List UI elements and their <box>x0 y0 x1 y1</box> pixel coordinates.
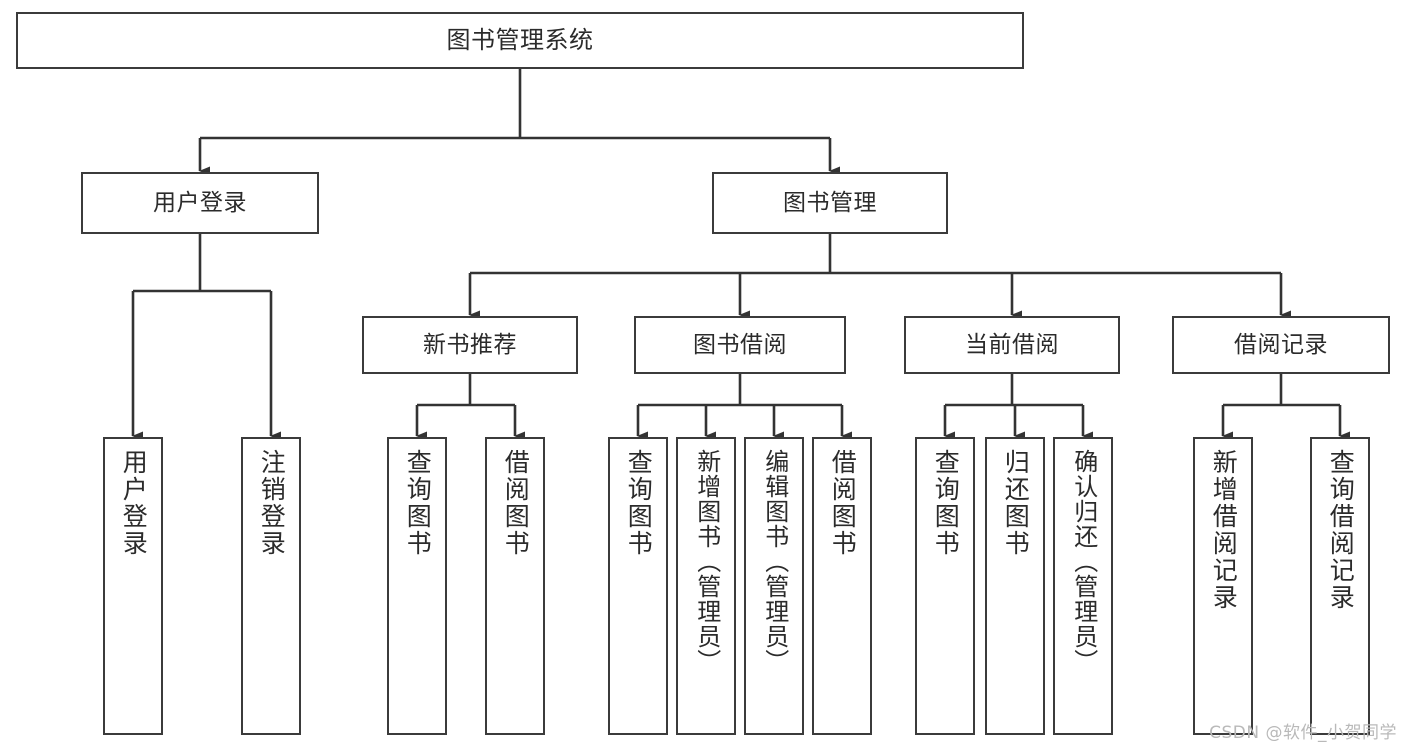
node-leaf-borrow-book-1[interactable]: 借阅图书 <box>485 437 545 735</box>
node-leaf-user-login[interactable]: 用户登录 <box>103 437 163 735</box>
node-leaf-edit-book[interactable]: 编辑图书（管理员） <box>744 437 804 735</box>
node-label: 查询借阅记录 <box>1326 449 1356 611</box>
node-leaf-query-record[interactable]: 查询借阅记录 <box>1310 437 1370 735</box>
node-leaf-add-record[interactable]: 新增借阅记录 <box>1193 437 1253 735</box>
node-leaf-logout[interactable]: 注销登录 <box>241 437 301 735</box>
node-book-borrow[interactable]: 图书借阅 <box>634 316 846 374</box>
node-borrow-record[interactable]: 借阅记录 <box>1172 316 1390 374</box>
node-label: 图书管理 <box>783 189 877 216</box>
node-user-login[interactable]: 用户登录 <box>81 172 319 234</box>
node-label: 查询图书 <box>931 449 961 557</box>
node-current-borrow[interactable]: 当前借阅 <box>904 316 1120 374</box>
node-leaf-add-book[interactable]: 新增图书（管理员） <box>676 437 736 735</box>
node-label: 用户登录 <box>119 449 149 557</box>
watermark-text: CSDN @软件_小贺同学 <box>1209 723 1397 743</box>
node-label: 注销登录 <box>257 449 287 557</box>
node-label: 确认归还（管理员） <box>1069 449 1098 674</box>
node-book-manage[interactable]: 图书管理 <box>712 172 948 234</box>
node-leaf-confirm-return[interactable]: 确认归还（管理员） <box>1053 437 1113 735</box>
node-leaf-return-book[interactable]: 归还图书 <box>985 437 1045 735</box>
node-label: 新增借阅记录 <box>1209 449 1239 611</box>
node-label: 借阅图书 <box>501 449 531 557</box>
node-label: 查询图书 <box>624 449 654 557</box>
node-leaf-query-book-1[interactable]: 查询图书 <box>387 437 447 735</box>
node-label: 图书管理系统 <box>446 25 594 54</box>
node-leaf-query-book-3[interactable]: 查询图书 <box>915 437 975 735</box>
edges-group <box>131 69 1350 441</box>
node-root[interactable]: 图书管理系统 <box>16 12 1024 69</box>
node-new-book-recommend[interactable]: 新书推荐 <box>362 316 578 374</box>
node-label: 新书推荐 <box>423 331 517 358</box>
node-label: 借阅图书 <box>828 449 858 557</box>
node-label: 用户登录 <box>153 189 247 216</box>
node-label: 查询图书 <box>403 449 433 557</box>
node-leaf-query-book-2[interactable]: 查询图书 <box>608 437 668 735</box>
node-label: 新增图书（管理员） <box>692 449 721 674</box>
node-leaf-borrow-book-2[interactable]: 借阅图书 <box>812 437 872 735</box>
node-label: 归还图书 <box>1001 449 1031 557</box>
node-label: 编辑图书（管理员） <box>760 449 789 674</box>
node-label: 当前借阅 <box>965 331 1059 358</box>
node-label: 借阅记录 <box>1234 331 1328 358</box>
node-label: 图书借阅 <box>693 331 787 358</box>
